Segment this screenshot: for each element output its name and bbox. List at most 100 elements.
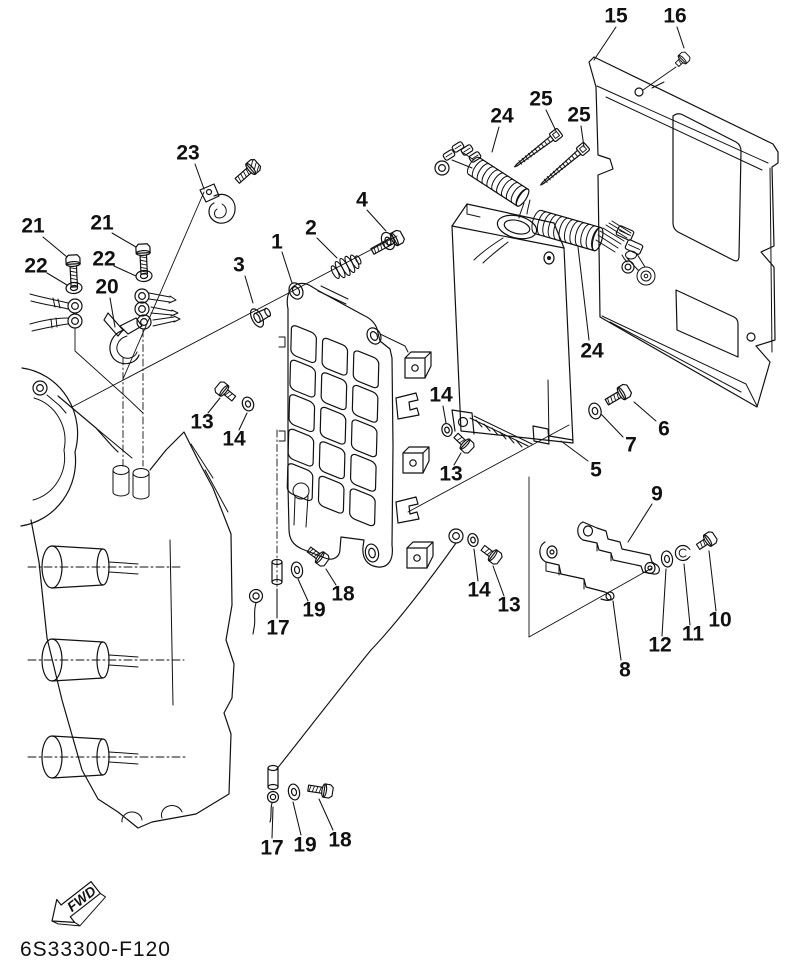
leader-line-24 xyxy=(491,126,500,153)
callout-19-27: 19 xyxy=(302,599,325,622)
leader-line-5 xyxy=(560,440,589,462)
callout-1-9: 1 xyxy=(271,231,283,254)
washer xyxy=(135,269,153,283)
leader-line-18 xyxy=(325,568,337,586)
grid-cell xyxy=(289,393,315,433)
engine-cylinder-boss xyxy=(41,735,139,779)
harness-connector xyxy=(615,225,635,241)
callout-17-33: 17 xyxy=(260,837,283,860)
callout-18-28: 18 xyxy=(331,583,355,606)
engine-cylinder-boss xyxy=(41,545,139,589)
leader-line-13 xyxy=(453,452,462,466)
harness-connector xyxy=(460,144,474,156)
grid-cell xyxy=(287,462,313,502)
callout-13-19: 13 xyxy=(439,463,462,486)
harness-connector xyxy=(442,149,456,161)
leader-line-9 xyxy=(627,503,653,543)
washer xyxy=(65,281,83,295)
callout-21-12: 21 xyxy=(90,212,114,235)
leader-line-23 xyxy=(194,163,205,190)
washer xyxy=(660,550,674,568)
grid-cell xyxy=(290,359,316,399)
ring-terminal xyxy=(67,298,83,314)
callout-8-29: 8 xyxy=(619,659,631,682)
callout-12-30: 12 xyxy=(648,634,671,657)
leader-line-22 xyxy=(46,272,68,286)
panel-recess-lower xyxy=(675,289,739,358)
grid-cell xyxy=(288,428,314,468)
leader-line-19 xyxy=(292,801,302,836)
callout-22-14: 22 xyxy=(92,248,115,271)
callout-2-8: 2 xyxy=(305,217,317,240)
leader-line-14 xyxy=(473,548,479,582)
grid-cell xyxy=(291,324,317,364)
washer xyxy=(441,422,453,438)
grid-cell xyxy=(322,337,348,377)
ring-terminal xyxy=(248,588,264,604)
stay-bracket-9 xyxy=(577,521,660,575)
leader-line-24 xyxy=(577,246,590,341)
bolt xyxy=(604,383,633,406)
ecu-grommet xyxy=(496,214,538,240)
rubber-mount-2 xyxy=(330,254,362,280)
leader-line-10 xyxy=(708,550,717,612)
callout-13-25: 13 xyxy=(497,594,520,617)
cable-clamp-20 xyxy=(103,312,143,365)
leader-line-2 xyxy=(316,237,338,259)
panel-grommet xyxy=(625,250,656,286)
callout-10-32: 10 xyxy=(708,609,731,632)
callout-9-23: 9 xyxy=(651,483,663,506)
bracket-flange-hatch xyxy=(469,415,533,448)
grid-cell xyxy=(353,349,379,389)
rubber-grommet-3 xyxy=(249,307,272,328)
bolt xyxy=(135,243,151,275)
grid-cell xyxy=(321,371,347,411)
bolt xyxy=(214,381,237,402)
washer xyxy=(290,561,304,579)
callout-24-5: 24 xyxy=(580,340,604,363)
battery-lead-wires xyxy=(29,292,181,414)
bolt xyxy=(674,51,691,67)
leader-line-8 xyxy=(612,600,622,661)
rubber-damper xyxy=(404,351,432,379)
rubber-damper xyxy=(406,541,434,569)
grid-cell xyxy=(351,418,377,458)
grid-cell xyxy=(320,406,346,446)
cable-tie xyxy=(514,127,564,168)
spacer-collar xyxy=(267,764,279,791)
washer xyxy=(588,402,602,420)
ring-terminal xyxy=(134,301,150,317)
ecu-unit xyxy=(451,203,574,445)
ring-terminal xyxy=(136,314,152,330)
leader-line-3 xyxy=(244,275,254,304)
leader-line-7 xyxy=(600,413,624,438)
ring-terminal xyxy=(448,528,464,544)
callout-14-18: 14 xyxy=(429,384,453,407)
callout-3-10: 3 xyxy=(233,254,245,277)
leader-line-14 xyxy=(442,405,447,424)
grid-cell xyxy=(350,453,376,493)
callout-25-3: 25 xyxy=(567,104,591,127)
leader-line-15 xyxy=(593,26,617,61)
leader-line-17 xyxy=(271,806,274,839)
plate-foot xyxy=(292,482,310,528)
ring-terminal xyxy=(134,288,150,304)
callout-25-2: 25 xyxy=(529,88,553,111)
fwd-arrow: FWD xyxy=(51,881,107,927)
washer xyxy=(241,396,255,412)
rear-cover-panel xyxy=(588,56,779,408)
wire-clip xyxy=(395,496,420,524)
electrical-bracket-plate xyxy=(278,282,409,568)
bolt xyxy=(695,531,718,550)
washer xyxy=(287,783,301,801)
leader-line-21 xyxy=(42,236,68,258)
ground-wires xyxy=(252,542,457,823)
leader-line-1 xyxy=(281,251,293,284)
ring-terminal xyxy=(434,160,450,176)
callout-23-6: 23 xyxy=(176,142,199,165)
callout-14-24: 14 xyxy=(467,579,491,602)
leader-line-16 xyxy=(676,26,685,49)
leader-line-18 xyxy=(318,798,334,831)
